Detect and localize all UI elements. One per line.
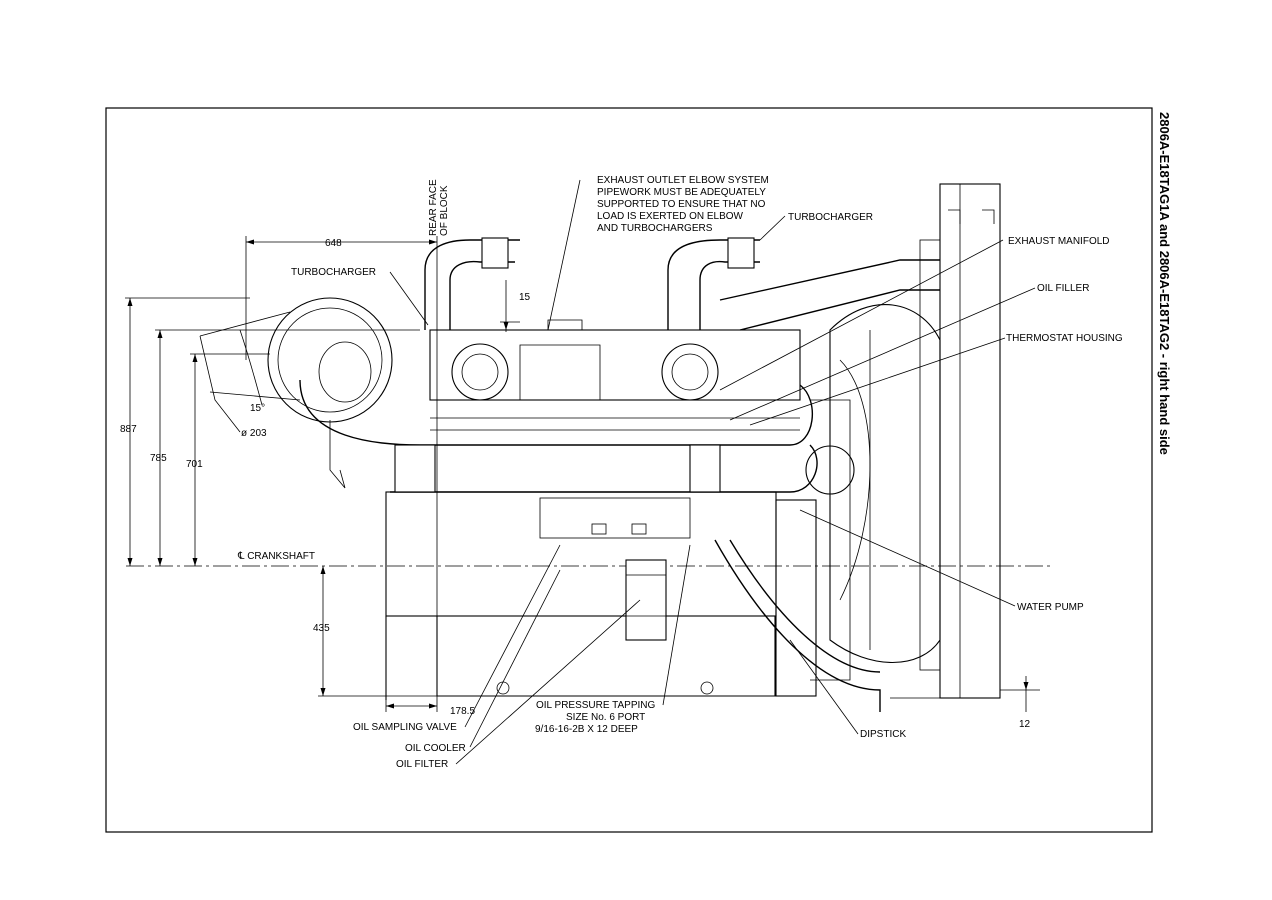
svg-text:REAR FACE: REAR FACE <box>428 179 439 236</box>
label-oil-filter: OIL FILTER <box>396 759 448 770</box>
leader-lines <box>389 179 1036 765</box>
dimension-lines <box>125 236 1050 712</box>
dim-701: 701 <box>186 459 203 470</box>
label-turbocharger-left: TURBOCHARGER <box>291 267 376 278</box>
label-oil-cooler: OIL COOLER <box>405 743 466 754</box>
label-thermostat-housing: THERMOSTAT HOUSING <box>1006 333 1123 344</box>
engine-body <box>199 183 1001 712</box>
drawing-title: 2806A-E18TAG1A and 2806A-E18TAG2 - right… <box>1157 112 1172 455</box>
svg-text:SIZE No. 6 PORT: SIZE No. 6 PORT <box>566 712 645 723</box>
dim-diameter: ø 203 <box>241 428 267 439</box>
drawing-border <box>105 107 1153 833</box>
svg-text:PIPEWORK MUST BE ADEQUATELY: PIPEWORK MUST BE ADEQUATELY <box>597 187 766 198</box>
dim-887: 887 <box>120 424 137 435</box>
svg-text:LOAD IS EXERTED ON ELBOW: LOAD IS EXERTED ON ELBOW <box>597 211 744 222</box>
label-oil-pressure-tapping: OIL PRESSURE TAPPING SIZE No. 6 PORT 9/1… <box>535 700 656 735</box>
label-rear-face: REAR FACE OF BLOCK <box>428 179 450 236</box>
label-turbocharger-right: TURBOCHARGER <box>788 212 873 223</box>
label-oil-sampling-valve: OIL SAMPLING VALVE <box>353 722 457 733</box>
label-crankshaft: ℄ CRANKSHAFT <box>237 551 315 562</box>
dim-785: 785 <box>150 453 167 464</box>
dim-648: 648 <box>325 238 342 249</box>
svg-text:OIL PRESSURE TAPPING: OIL PRESSURE TAPPING <box>536 700 656 711</box>
svg-text:OF BLOCK: OF BLOCK <box>439 185 450 236</box>
label-exhaust-manifold: EXHAUST MANIFOLD <box>1008 236 1110 247</box>
label-dipstick: DIPSTICK <box>860 729 906 740</box>
dim-178-5: 178.5 <box>450 706 475 717</box>
svg-text:EXHAUST OUTLET ELBOW SYSTEM: EXHAUST OUTLET ELBOW SYSTEM <box>597 175 769 186</box>
exhaust-note: EXHAUST OUTLET ELBOW SYSTEM PIPEWORK MUS… <box>597 175 769 234</box>
dim-angle: 15° <box>250 403 265 414</box>
label-oil-filler: OIL FILLER <box>1037 283 1089 294</box>
dim-12: 12 <box>1019 719 1031 730</box>
svg-text:SUPPORTED TO ENSURE THAT NO: SUPPORTED TO ENSURE THAT NO <box>597 199 766 210</box>
label-water-pump: WATER PUMP <box>1017 602 1084 613</box>
svg-text:AND TURBOCHARGERS: AND TURBOCHARGERS <box>597 223 713 234</box>
svg-text:9/16-16-2B X 12 DEEP: 9/16-16-2B X 12 DEEP <box>535 724 638 735</box>
dim-15: 15 <box>519 292 531 303</box>
dim-435: 435 <box>313 623 330 634</box>
